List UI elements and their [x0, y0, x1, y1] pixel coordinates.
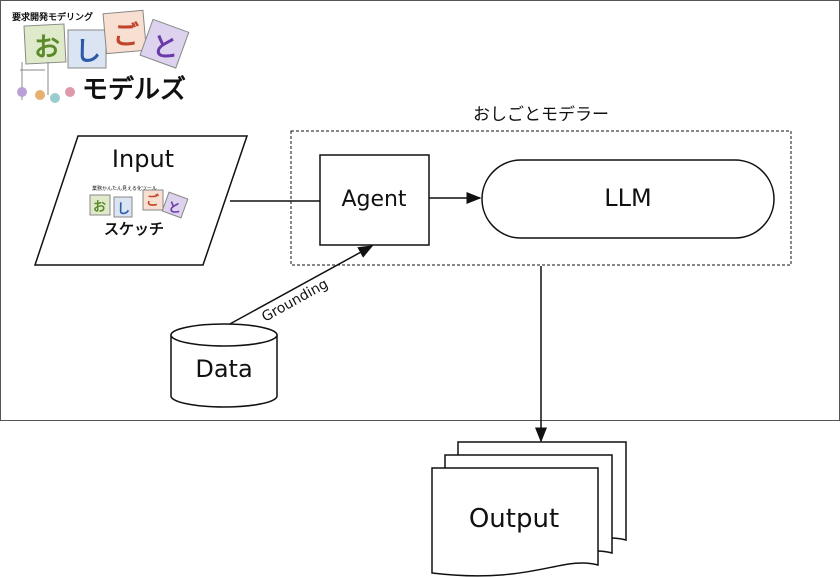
group-title: おしごとモデラー	[473, 104, 609, 125]
sketch-kana-to: と	[168, 201, 181, 216]
logo-kana-to: と	[152, 33, 178, 63]
agent-label: Agent	[341, 187, 406, 212]
logo-kana-o: お	[34, 33, 60, 63]
agent-node	[319, 154, 430, 246]
logo-tagline: 要求開発モデリング	[12, 11, 93, 23]
input-label: Input	[112, 145, 174, 173]
sketch-kana-shi: し	[117, 202, 130, 217]
logo-subtitle: モデルズ	[82, 74, 186, 105]
sketch-logo-subtitle: スケッチ	[104, 220, 164, 238]
sketch-kana-o: お	[93, 200, 106, 215]
oshigoto-sketch-logo: 業務かんたん見える化ツール お し ご と スケッチ	[89, 185, 189, 238]
edge-grounding	[227, 245, 374, 326]
llm-label: LLM	[604, 184, 651, 212]
oshigoto-modeler-group	[290, 130, 792, 266]
data-node	[170, 323, 278, 408]
input-node	[33, 135, 249, 266]
oshigoto-models-logo: 要求開発モデリング お し ご と モデルズ	[12, 9, 190, 105]
llm-node	[481, 159, 775, 239]
output-node	[431, 441, 627, 577]
grounding-label: Grounding	[259, 276, 331, 325]
data-label: Data	[195, 355, 252, 383]
logo-kana-shi: し	[75, 37, 101, 67]
output-label: Output	[469, 504, 559, 534]
sketch-logo-tagline: 業務かんたん見える化ツール	[92, 185, 157, 192]
logo-kana-go: ご	[113, 20, 139, 51]
sketch-kana-go: ご	[146, 193, 160, 209]
